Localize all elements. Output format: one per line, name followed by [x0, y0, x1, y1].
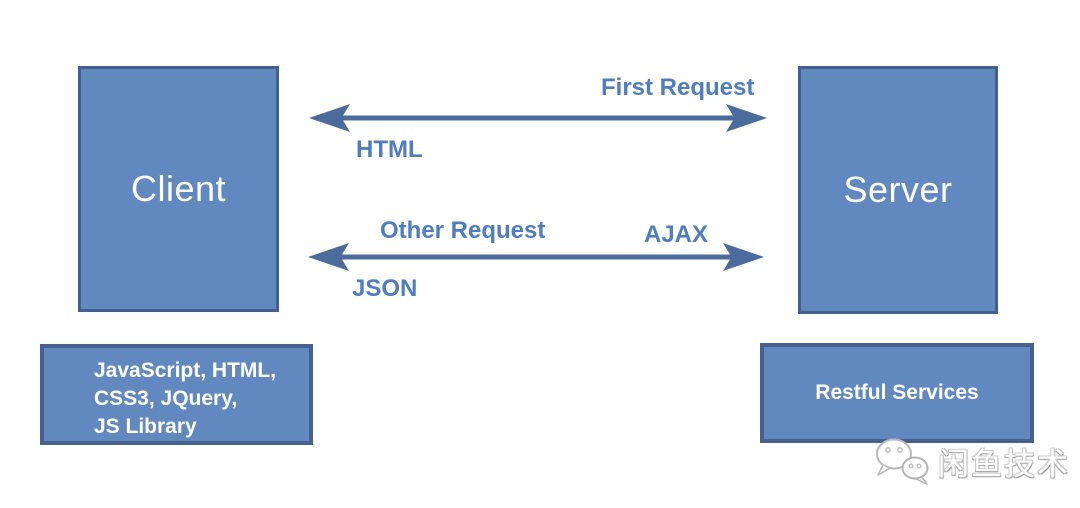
client-tech-line: JavaScript, HTML, [94, 359, 277, 382]
server-tech-box: Restful Services [760, 343, 1034, 443]
server-tech-label: Restful Services [815, 381, 979, 404]
client-tech-box: JavaScript, HTML, CSS3, JQuery, JS Libra… [40, 344, 313, 445]
json-label: JSON [352, 275, 418, 302]
other-request-label: Other Request [380, 217, 546, 244]
first-request-label: First Request [601, 74, 755, 101]
arrow-head-right-icon [726, 104, 767, 132]
ajax-label: AJAX [644, 221, 709, 248]
arrow-head-right-icon [723, 243, 764, 271]
other-request-arrow [308, 243, 764, 271]
watermark: 闲鱼技术 [872, 436, 1070, 486]
first-request-arrow [309, 104, 767, 132]
client-tech-line: JS Library [94, 415, 197, 438]
client-box-label: Client [130, 168, 227, 209]
client-box: Client [78, 66, 279, 312]
client-tech-line: CSS3, JQuery, [94, 387, 238, 410]
wechat-icon [876, 438, 929, 485]
arrow-head-left-icon [309, 104, 350, 132]
watermark-text: 闲鱼技术 [938, 446, 1070, 482]
arrow-head-left-icon [308, 243, 349, 271]
html-label: HTML [356, 136, 423, 163]
server-box-label: Server [843, 169, 953, 210]
server-box: Server [798, 66, 998, 314]
